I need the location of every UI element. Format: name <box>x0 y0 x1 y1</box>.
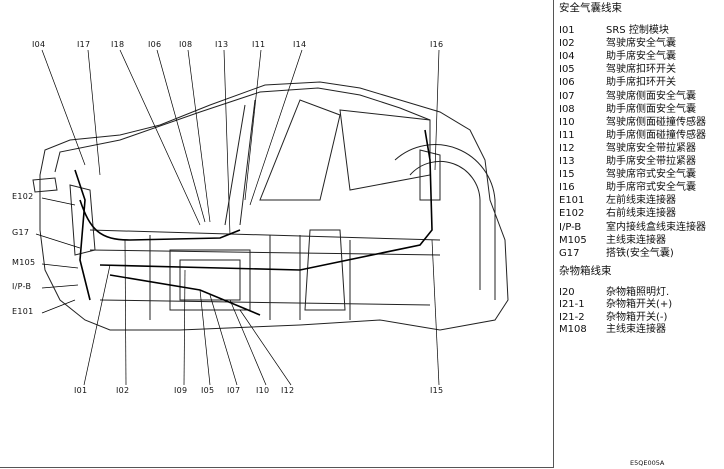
legend-code: I08 <box>559 103 575 115</box>
legend-item: M108 主线束连接器 <box>559 324 724 337</box>
legend-description: 杂物箱照明灯. <box>606 286 670 298</box>
legend-title: 杂物箱线束 <box>559 265 612 277</box>
vehicle-wiring-drawing <box>32 49 509 386</box>
legend-code: I10 <box>559 116 575 128</box>
legend-description: 驾驶席安全带拉紧器 <box>606 142 696 154</box>
legend-code: I01 <box>559 25 575 37</box>
legend-item: I10 驾驶席侧面碰撞传感器 <box>559 116 724 129</box>
legend-description: 助手席侧面安全气囊 <box>606 103 696 115</box>
legend-code: I21-2 <box>559 311 585 323</box>
diagram-frame <box>0 0 554 468</box>
legend-item: E102 右前线束连接器 <box>559 207 724 220</box>
legend-description: SRS 控制模块 <box>606 25 669 37</box>
legend-description: 驾驶席侧面安全气囊 <box>606 90 696 102</box>
callout-I16: I16 <box>430 40 444 49</box>
legend-code: M105 <box>559 234 587 246</box>
callout-I13: I13 <box>215 40 229 49</box>
legend-code: I/P-B <box>559 221 582 233</box>
legend-code: I12 <box>559 142 575 154</box>
legend-item: G17 搭铁(安全气囊) <box>559 247 724 260</box>
legend-description: 助手席安全气囊 <box>606 51 676 63</box>
legend-title: 安全气囊线束 <box>559 2 622 14</box>
legend-item: I21-1 杂物箱开关(+) <box>559 299 724 312</box>
legend-code: G17 <box>559 247 580 259</box>
legend-code: E102 <box>559 208 585 220</box>
legend-description: 助手席侧面碰撞传感器 <box>606 129 706 141</box>
callout-I01: I01 <box>74 386 88 395</box>
legend-description: 搭铁(安全气囊) <box>606 247 674 259</box>
legend-description: 驾驶席安全气囊 <box>606 38 676 50</box>
legend-item: I/P-B 室内接线盒线束连接器 <box>559 221 724 234</box>
legend-item: I16 助手席帘式安全气囊 <box>559 181 724 194</box>
legend-description: 助手席扣环开关 <box>606 77 676 89</box>
legend-description: 助手席帘式安全气囊 <box>606 182 696 194</box>
callout-I08: I08 <box>179 40 193 49</box>
legend-description: 杂物箱开关(+) <box>606 299 673 310</box>
legend-item: I20 杂物箱照明灯. <box>559 287 724 300</box>
legend-description: 室内接线盒线束连接器 <box>606 221 706 233</box>
legend-item: I21-2 杂物箱开关(-) <box>559 312 724 325</box>
legend-code: I07 <box>559 90 575 102</box>
legend-code: I21-1 <box>559 299 585 310</box>
legend-description: 主线束连接器 <box>606 234 666 246</box>
legend-code: I11 <box>559 129 575 141</box>
legend-item: I13 助手席安全带拉紧器 <box>559 155 724 168</box>
legend-description: 助手席安全带拉紧器 <box>606 156 696 168</box>
legend-code: I13 <box>559 156 575 168</box>
legend-item: I06 助手席扣环开关 <box>559 76 724 89</box>
legend-code: I05 <box>559 64 575 76</box>
legend-item: E101 左前线束连接器 <box>559 194 724 207</box>
callout-G17: G17 <box>12 228 30 237</box>
legend-code: M108 <box>559 324 587 335</box>
legend-item: I11 助手席侧面碰撞传感器 <box>559 129 724 142</box>
legend-code: I20 <box>559 286 575 298</box>
legend-code: E101 <box>559 195 585 207</box>
callout-E101: E101 <box>12 307 34 316</box>
callout-IP-B: I/P-B <box>12 282 32 291</box>
callout-I14: I14 <box>293 40 307 49</box>
legend-code: I04 <box>559 51 575 63</box>
harness-wires <box>74 129 433 316</box>
legend-code: I02 <box>559 38 575 50</box>
legend-item: I08 助手席侧面安全气囊 <box>559 103 724 116</box>
callout-I12: I12 <box>281 386 295 395</box>
leader-lines <box>35 49 440 386</box>
legend-item: I12 驾驶席安全带拉紧器 <box>559 142 724 155</box>
legend-code: I06 <box>559 77 575 89</box>
callout-I06: I06 <box>148 40 162 49</box>
legend-description: 右前线束连接器 <box>606 208 676 220</box>
legend-item: I01 SRS 控制模块 <box>559 24 724 37</box>
callout-I07: I07 <box>227 386 241 395</box>
legend-item: I05 驾驶席扣环开关 <box>559 63 724 76</box>
callout-I04: I04 <box>32 40 46 49</box>
callout-I18: I18 <box>111 40 125 49</box>
callout-M105: M105 <box>12 258 36 267</box>
callout-I11: I11 <box>252 40 266 49</box>
legend-item: I04 助手席安全气囊 <box>559 50 724 63</box>
legend-description: 驾驶席侧面碰撞传感器 <box>606 116 706 128</box>
callout-I09: I09 <box>174 386 188 395</box>
legend-item: M105 主线束连接器 <box>559 234 724 247</box>
legend-description: 驾驶席扣环开关 <box>606 64 676 76</box>
callout-I05: I05 <box>201 386 215 395</box>
legend-item: I07 驾驶席侧面安全气囊 <box>559 90 724 103</box>
legend-code: I16 <box>559 182 575 194</box>
legend-description: 主线束连接器 <box>606 324 666 335</box>
legend-code: I15 <box>559 169 575 181</box>
legend-item: I15 驾驶席帘式安全气囊 <box>559 168 724 181</box>
legend-item: I02 驾驶席安全气囊 <box>559 37 724 50</box>
legend-description: 驾驶席帘式安全气囊 <box>606 169 696 181</box>
legend-description: 左前线束连接器 <box>606 195 676 207</box>
callout-I17: I17 <box>77 40 91 49</box>
callout-E102: E102 <box>12 192 34 201</box>
callout-I15: I15 <box>430 386 444 395</box>
legend-glovebox-harness: 杂物箱线束 I20 杂物箱照明灯. I21-1 杂物箱开关(+) I21-2 杂物箱开关(… <box>559 265 724 337</box>
callout-I02: I02 <box>116 386 130 395</box>
document-id: E5QE005A <box>630 459 665 467</box>
callout-I10: I10 <box>256 386 270 395</box>
legend-description: 杂物箱开关(-) <box>606 311 668 323</box>
